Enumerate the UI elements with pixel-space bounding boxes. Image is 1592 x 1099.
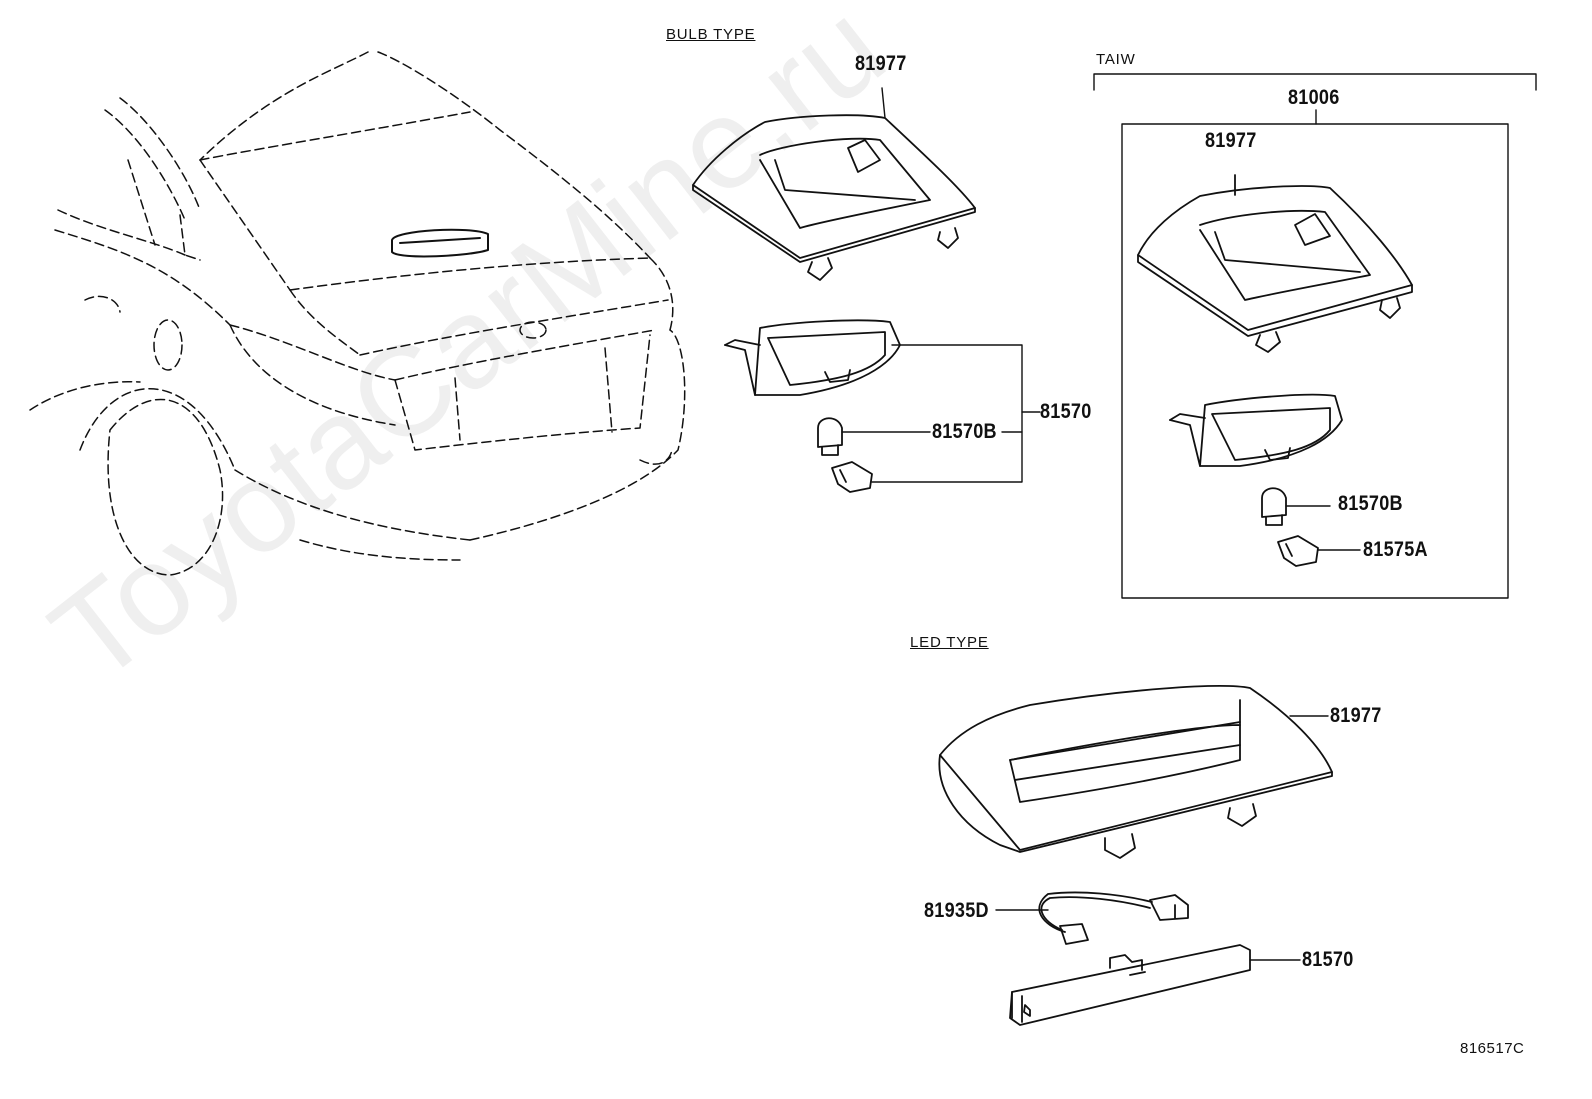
taiw-housing-drawing (1169, 393, 1343, 467)
led-type-cover-drawing (938, 685, 1333, 859)
bulb-type-bulb-drawing (817, 417, 843, 456)
led-type-heading: LED TYPE (910, 634, 989, 651)
led-wire-drawing (1038, 891, 1189, 945)
part-label-taiw-cover: 81977 (1205, 129, 1257, 152)
bulb-type-heading: BULB TYPE (666, 26, 756, 43)
part-label-taiw-bulb: 81570B (1338, 492, 1403, 515)
car-rear-illustration (29, 51, 686, 576)
taiw-bulb-drawing (1261, 487, 1287, 526)
taiw-heading: TAIW (1096, 51, 1136, 68)
part-label-led-lamp: 81570 (1302, 948, 1354, 971)
bulb-type-leader-lines (841, 87, 1041, 483)
led-leader-lines (995, 715, 1329, 961)
part-label-taiw-assy: 81006 (1288, 86, 1340, 109)
part-label-led-wire: 81935D (924, 899, 989, 922)
part-label-bulb-cover: 81977 (855, 52, 907, 75)
car-brake-lamp (391, 228, 489, 258)
part-label-taiw-socket: 81575A (1363, 538, 1428, 561)
taiw-leader-lines (1285, 505, 1361, 551)
bulb-type-socket-drawing (831, 461, 873, 493)
part-label-bulb-housing: 81570 (1040, 400, 1092, 423)
bulb-type-cover-drawing (692, 114, 976, 281)
taiw-socket-drawing (1277, 535, 1319, 567)
led-lamp-drawing (1009, 944, 1251, 1026)
taiw-cover-drawing (1137, 174, 1413, 353)
taiw-bracket (1093, 73, 1537, 599)
part-label-led-cover: 81977 (1330, 704, 1382, 727)
part-label-bulb-bulb: 81570B (932, 420, 997, 443)
diagram-reference-code: 816517C (1460, 1040, 1525, 1057)
bulb-type-housing-drawing (724, 319, 901, 396)
